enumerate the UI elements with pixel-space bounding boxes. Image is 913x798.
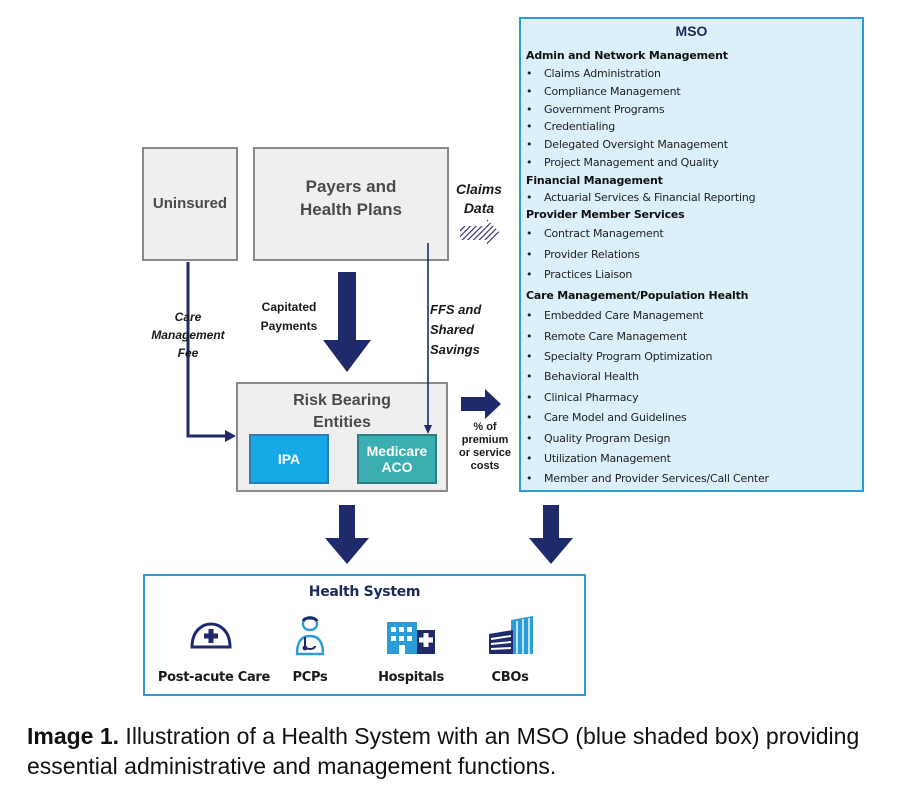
mso-list-item: •Delegated Oversight Management	[526, 138, 728, 151]
care-line3: Fee	[177, 346, 199, 360]
mso-section-heading: Admin and Network Management	[526, 49, 728, 62]
ipa-label: IPA	[277, 451, 301, 467]
figure-caption: Image 1. Illustration of a Health System…	[27, 721, 897, 781]
nurse-cap-icon	[190, 622, 232, 649]
hospital-icon	[387, 622, 435, 654]
mso-box: MSO Admin and Network Management •Claims…	[519, 17, 864, 492]
mso-section-heading: Care Management/Population Health	[526, 289, 749, 302]
mso-list-item: •Practices Liaison	[526, 268, 633, 281]
mso-section-heading: Financial Management	[526, 174, 663, 187]
risk-label-line1: Risk Bearing	[293, 392, 391, 409]
capitated-arrow	[323, 272, 371, 372]
mso-to-health-arrow	[529, 505, 573, 564]
aco-box: Medicare ACO	[357, 434, 437, 484]
mso-list-item: •Clinical Pharmacy	[526, 391, 639, 404]
claims-data-label: Claims Data	[448, 180, 510, 218]
care-line1: Care	[174, 310, 202, 324]
payers-box: Payers and Health Plans	[253, 147, 449, 261]
buildings-icon	[489, 616, 533, 654]
mso-list-item: •Utilization Management	[526, 452, 671, 465]
payers-label-line2: Health Plans	[299, 200, 403, 219]
care-fee-label: Care Management Fee	[140, 308, 236, 362]
uninsured-box: Uninsured	[142, 147, 238, 261]
health-item-label: CBOs	[491, 670, 529, 685]
health-system-box: Health System Post-acute Care PCPs Hospi…	[143, 574, 586, 696]
capitated-line1: Capitated	[261, 300, 317, 314]
doctor-icon	[295, 616, 325, 656]
aco-label-line1: Medicare	[366, 443, 428, 459]
ipa-box: IPA	[249, 434, 329, 484]
risk-to-health-arrow	[325, 505, 369, 564]
claims-line1: Claims	[456, 181, 502, 197]
uninsured-label: Uninsured	[152, 195, 228, 212]
mso-list-item: •Actuarial Services & Financial Reportin…	[526, 191, 756, 204]
risk-label-line2: Entities	[313, 414, 371, 431]
mso-list-item: •Project Management and Quality	[526, 156, 719, 169]
mso-list-item: •Compliance Management	[526, 85, 681, 98]
health-item-label: Hospitals	[378, 670, 444, 685]
ffs-line3: Savings	[430, 342, 480, 357]
premium-line1: % of	[473, 421, 497, 433]
health-item-label: PCPs	[292, 670, 328, 685]
ffs-arrowhead	[424, 425, 432, 434]
mso-list-item: •Member and Provider Services/Call Cente…	[526, 472, 769, 485]
premium-line4: costs	[470, 460, 500, 472]
premium-line2: premium	[461, 434, 509, 446]
mso-list-item: •Behavioral Health	[526, 370, 639, 383]
mso-list-item: •Embedded Care Management	[526, 309, 704, 322]
caption-text: Illustration of a Health System with an …	[27, 723, 860, 779]
mso-section-heading: Provider Member Services	[526, 208, 685, 221]
premium-arrow	[461, 389, 501, 419]
care-line2: Management	[151, 328, 225, 342]
capitated-line2: Payments	[260, 319, 318, 333]
mso-list-item: •Remote Care Management	[526, 330, 687, 343]
mso-list-item: •Care Model and Guidelines	[526, 411, 687, 424]
aco-label-line2: ACO	[381, 459, 413, 475]
ffs-line1: FFS and	[430, 302, 482, 317]
capitated-label: Capitated Payments	[248, 298, 330, 336]
mso-list-item: •Claims Administration	[526, 67, 661, 80]
health-item-label: Post-acute Care	[157, 670, 271, 685]
claims-data-arrow	[460, 219, 500, 247]
claims-line2: Data	[463, 200, 495, 216]
diagram-arrows	[186, 219, 573, 564]
mso-list-item: •Specialty Program Optimization	[526, 350, 713, 363]
ffs-line2: Shared	[430, 322, 475, 337]
mso-list-item: •Contract Management	[526, 227, 664, 240]
payers-label-line1: Payers and	[305, 177, 397, 196]
mso-list-item: •Government Programs	[526, 103, 665, 116]
ffs-label: FFS and Shared Savings	[426, 300, 498, 360]
mso-list-item: •Provider Relations	[526, 248, 640, 261]
care-fee-arrowhead	[225, 430, 236, 442]
care-fee-connector	[186, 262, 226, 438]
premium-label: % of premium or service costs	[452, 421, 518, 473]
mso-title: MSO	[675, 23, 708, 39]
premium-line3: or service	[459, 447, 511, 459]
mso-list-item: •Credentialing	[526, 120, 616, 133]
caption-bold: Image 1.	[27, 723, 120, 749]
mso-list-item: •Quality Program Design	[526, 432, 671, 445]
health-system-title: Health System	[308, 584, 421, 600]
